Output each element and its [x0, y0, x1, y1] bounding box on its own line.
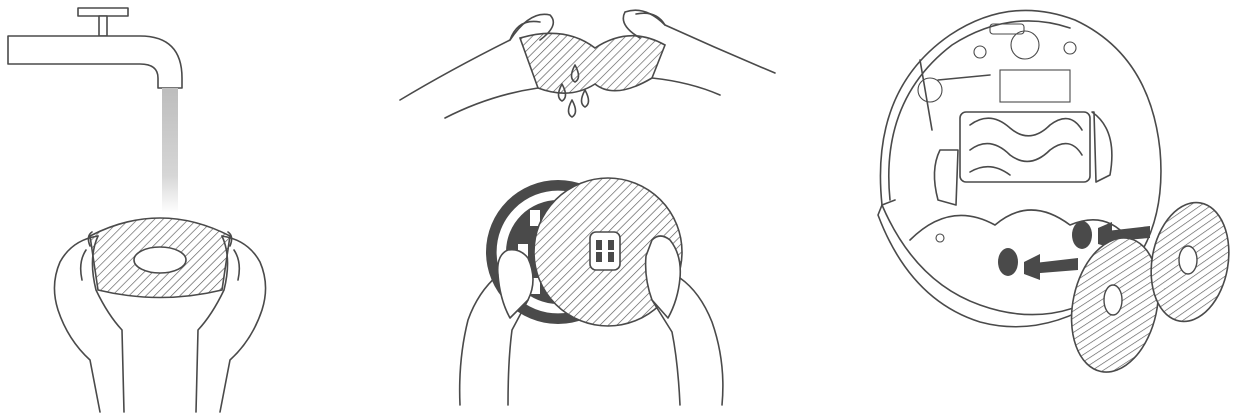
install-mop-pads-on-robot-icon — [860, 0, 1239, 415]
wring-and-attach-pad-icon — [390, 0, 790, 415]
water-stream — [162, 88, 178, 213]
wring-pad — [400, 10, 775, 118]
install-pads-illustration — [860, 0, 1239, 415]
mop-pad — [90, 218, 230, 298]
faucet-rinse-pad-icon — [0, 0, 300, 415]
rinse-pad-illustration — [0, 0, 300, 415]
wring-and-attach-illustration — [390, 0, 790, 415]
faucet — [8, 8, 182, 88]
